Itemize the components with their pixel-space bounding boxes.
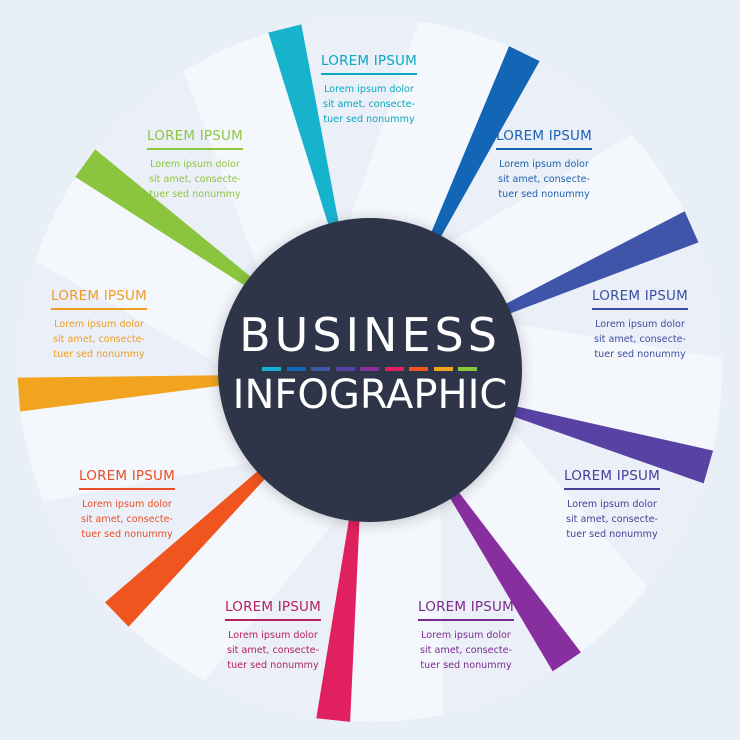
spoke-bar (429, 46, 540, 241)
segment-body-line: Lorem ipsum dolor (567, 499, 657, 510)
spoke-bar (316, 514, 360, 722)
segment-label-5: LOREM IPSUM Lorem ipsum dolor sit amet, … (405, 598, 527, 673)
title-dash (384, 367, 404, 371)
segment-body-line: Lorem ipsum dolor (595, 319, 685, 330)
segment-body-line: sit amet, consecte- (53, 334, 145, 345)
segment-body: Lorem ipsum dolor sit amet, consecte- tu… (551, 497, 673, 542)
title-dash (262, 367, 281, 371)
wedge-shade (17, 261, 221, 395)
segment-body-line: Lorem ipsum dolor (499, 159, 589, 170)
center-title: BUSINESS INFOGRAPHIC (220, 218, 520, 518)
segment-label-6: LOREM IPSUM Lorem ipsum dolor sit amet, … (212, 598, 334, 673)
segment-heading: LOREM IPSUM (592, 288, 688, 310)
segment-body-line: sit amet, consecte- (594, 334, 686, 345)
spoke-bar (17, 375, 225, 412)
segment-body: Lorem ipsum dolor sit amet, consecte- tu… (579, 317, 701, 362)
segment-heading: LOREM IPSUM (321, 53, 417, 75)
segment-heading: LOREM IPSUM (147, 128, 243, 150)
segment-body: Lorem ipsum dolor sit amet, consecte- tu… (38, 317, 160, 362)
segment-body-line: sit amet, consecte- (323, 99, 415, 110)
title-dash (433, 367, 453, 371)
title-dash (458, 367, 477, 371)
segment-body-line: sit amet, consecte- (81, 514, 173, 525)
segment-label-8: LOREM IPSUM Lorem ipsum dolor sit amet, … (38, 287, 160, 362)
title-dash (409, 367, 428, 371)
segment-label-2: LOREM IPSUM Lorem ipsum dolor sit amet, … (483, 127, 605, 202)
wedge-shading-layer (17, 18, 722, 721)
title-dash (360, 367, 379, 371)
segment-label-1: LOREM IPSUM Lorem ipsum dolor sit amet, … (308, 52, 430, 127)
wedge-shade (85, 71, 259, 282)
spoke-bar (268, 24, 340, 230)
wedge-shade (507, 226, 722, 358)
segment-body: Lorem ipsum dolor sit amet, consecte- tu… (66, 497, 188, 542)
segment-body-line: sit amet, consecte- (498, 174, 590, 185)
segment-body-line: tuer sed nonummy (498, 189, 590, 200)
title-business: BUSINESS (239, 308, 501, 362)
segment-body-line: sit amet, consecte- (149, 174, 241, 185)
segment-heading: LOREM IPSUM (51, 288, 147, 310)
segment-body-line: Lorem ipsum dolor (228, 630, 318, 641)
segment-body-line: tuer sed nonummy (53, 349, 145, 360)
segment-label-9: LOREM IPSUM Lorem ipsum dolor sit amet, … (134, 127, 256, 202)
wedge-shade (43, 462, 263, 615)
segment-body-line: Lorem ipsum dolor (82, 499, 172, 510)
spoke-bar (501, 211, 699, 316)
segment-heading: LOREM IPSUM (496, 128, 592, 150)
segment-body: Lorem ipsum dolor sit amet, consecte- tu… (405, 628, 527, 673)
segment-body-line: tuer sed nonummy (227, 660, 319, 671)
segment-body-line: Lorem ipsum dolor (54, 319, 144, 330)
segment-body-line: Lorem ipsum dolor (150, 159, 240, 170)
segment-body-line: Lorem ipsum dolor (324, 84, 414, 95)
segment-body-line: tuer sed nonummy (594, 349, 686, 360)
title-dash (286, 367, 306, 371)
segment-body-line: sit amet, consecte- (227, 645, 319, 656)
spoke-bar (447, 488, 581, 672)
segment-body-line: tuer sed nonummy (81, 529, 173, 540)
segment-heading: LOREM IPSUM (225, 599, 321, 621)
wedge-shade (440, 494, 567, 715)
segment-body-line: Lorem ipsum dolor (421, 630, 511, 641)
title-dash (311, 367, 330, 371)
segment-body: Lorem ipsum dolor sit amet, consecte- tu… (483, 157, 605, 202)
segment-body: Lorem ipsum dolor sit amet, consecte- tu… (134, 157, 256, 202)
segment-label-4: LOREM IPSUM Lorem ipsum dolor sit amet, … (551, 467, 673, 542)
segment-body-line: tuer sed nonummy (566, 529, 658, 540)
segment-body-line: sit amet, consecte- (420, 645, 512, 656)
segment-body-line: tuer sed nonummy (149, 189, 241, 200)
title-infographic: INFOGRAPHIC (232, 372, 508, 418)
segment-heading: LOREM IPSUM (418, 599, 514, 621)
title-color-dashes (262, 367, 478, 371)
spoke-bar (104, 467, 269, 627)
segment-body-line: tuer sed nonummy (323, 114, 415, 125)
spoke-layer (17, 24, 714, 722)
segment-heading: LOREM IPSUM (564, 468, 660, 490)
segment-body: Lorem ipsum dolor sit amet, consecte- tu… (308, 82, 430, 127)
segment-body-line: tuer sed nonummy (420, 660, 512, 671)
segment-label-7: LOREM IPSUM Lorem ipsum dolor sit amet, … (66, 467, 188, 542)
segment-body-line: sit amet, consecte- (566, 514, 658, 525)
spoke-bar (75, 149, 255, 289)
wedge-shade (284, 18, 419, 225)
spoke-bar (508, 405, 714, 484)
segment-body: Lorem ipsum dolor sit amet, consecte- tu… (212, 628, 334, 673)
segment-heading: LOREM IPSUM (79, 468, 175, 490)
wedge-shade (204, 516, 355, 721)
title-dash (335, 367, 355, 371)
segment-label-3: LOREM IPSUM Lorem ipsum dolor sit amet, … (579, 287, 701, 362)
